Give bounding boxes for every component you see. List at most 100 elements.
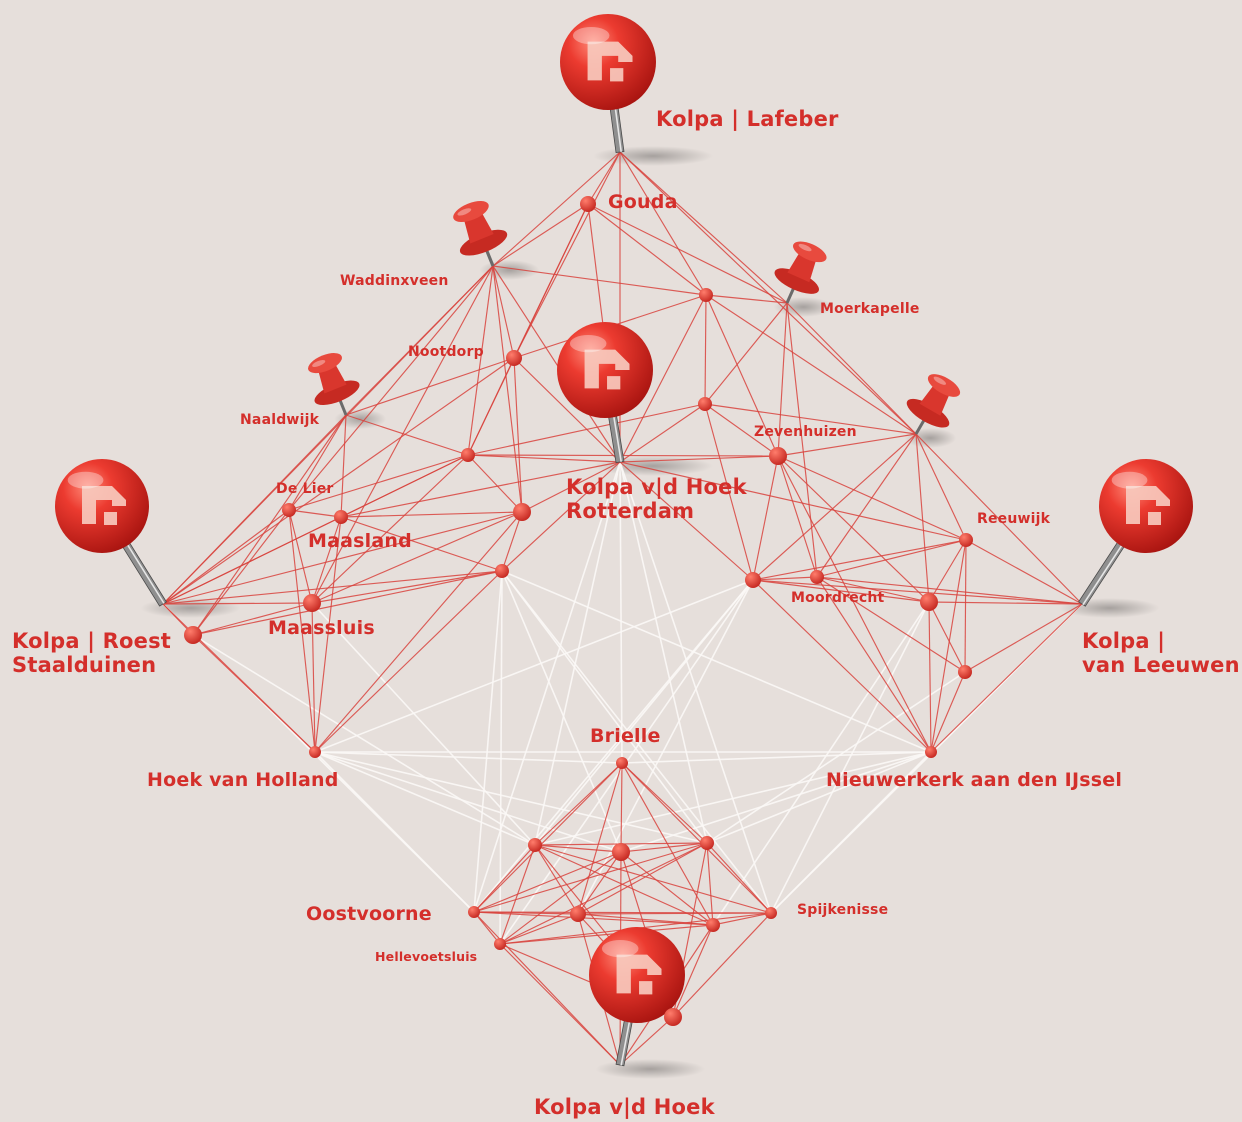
red-connection-line xyxy=(577,762,623,915)
label-staalduinen-line: Staalduinen xyxy=(12,652,157,677)
white-connection-line xyxy=(314,751,622,853)
red-connection-line xyxy=(619,151,707,296)
push-pin-shine xyxy=(312,359,326,367)
push-pin-base xyxy=(774,268,819,294)
red-connection-line xyxy=(619,461,754,581)
label-oostvoorne: Oostvoorne xyxy=(306,903,432,925)
white-connection-line xyxy=(706,671,966,844)
label-reeuwijk: Reeuwijk xyxy=(977,511,1051,527)
red-connection-line xyxy=(340,511,523,518)
white-connection-line xyxy=(501,570,622,853)
red-connection-line xyxy=(777,433,917,457)
red-connection-line xyxy=(915,433,1083,605)
red-connection-line xyxy=(162,509,290,605)
push-pin-top xyxy=(453,200,489,223)
network-node-c7 xyxy=(612,843,630,861)
label-zevenhuizen: Zevenhuizen xyxy=(754,424,857,440)
red-connection-line xyxy=(816,576,930,603)
push-pin-naaldwijk xyxy=(308,353,360,416)
red-connection-line xyxy=(192,509,290,636)
label-van-leeuwen-line: van Leeuwen xyxy=(1082,652,1240,677)
label-brielle: Brielle xyxy=(590,725,661,747)
label-rotterdam-line: Rotterdam xyxy=(566,498,695,523)
red-connection-line xyxy=(964,603,1083,673)
white-connection-line xyxy=(619,461,708,844)
red-connection-line xyxy=(499,851,622,945)
label-hellevoetsluis: Hellevoetsluis xyxy=(375,949,478,964)
kolpa-pin-van-leeuwen xyxy=(1078,459,1193,607)
red-connection-line xyxy=(467,403,706,456)
red-connection-line xyxy=(777,455,932,753)
network-node-dl xyxy=(282,503,296,517)
red-connection-line xyxy=(534,844,579,915)
red-connection-line xyxy=(288,509,316,753)
white-connection-line xyxy=(712,601,930,926)
red-connection-line xyxy=(915,433,967,541)
red-connection-line xyxy=(816,576,932,753)
red-connection-line xyxy=(473,844,536,913)
push-pin-shine xyxy=(798,243,812,252)
red-connection-line xyxy=(162,516,342,605)
red-connection-line xyxy=(621,762,708,844)
label-nootdorp: Nootdorp xyxy=(408,344,484,360)
red-connection-line xyxy=(534,844,622,853)
red-connection-line xyxy=(513,151,621,359)
pin-ball-shine xyxy=(572,26,610,45)
network-node-ma xyxy=(334,510,348,524)
label-moordrecht: Moordrecht xyxy=(791,590,885,606)
red-connection-line xyxy=(705,294,788,304)
white-connection-line xyxy=(473,579,754,913)
network-node-c11 xyxy=(664,1008,682,1026)
network-node-c3 xyxy=(745,572,761,588)
white-connection-line xyxy=(501,570,772,914)
red-connection-line xyxy=(473,911,621,1066)
label-kolpa-vd-hoek-rotterdam: Kolpa v|d Hoek Rotterdam xyxy=(566,475,747,523)
kolpa-pin-roest xyxy=(55,459,167,607)
label-waddinxveen: Waddinxveen xyxy=(340,273,449,289)
red-connection-line xyxy=(534,762,623,846)
red-connection-line xyxy=(345,414,469,456)
red-connection-line xyxy=(587,151,621,205)
network-node-c2 xyxy=(495,564,509,578)
red-connection-line xyxy=(340,516,503,572)
red-connection-line xyxy=(467,454,523,513)
red-connection-line xyxy=(499,913,579,945)
red-connection-line xyxy=(777,455,930,603)
network-node-hv xyxy=(494,938,506,950)
red-connection-line xyxy=(621,762,772,914)
red-connection-line xyxy=(492,265,621,463)
red-connection-line xyxy=(704,403,917,435)
red-connection-line xyxy=(619,151,788,304)
white-connection-line xyxy=(314,579,754,753)
label-kolpa-roest: Kolpa | Roest Staalduinen xyxy=(12,629,171,677)
red-connection-line xyxy=(672,912,772,1018)
label-moerkapelle: Moerkapelle xyxy=(820,301,920,317)
red-connection-line xyxy=(492,265,523,513)
red-connection-line xyxy=(340,461,621,518)
push-pin-base xyxy=(906,398,950,428)
red-connection-line xyxy=(492,151,621,267)
red-connection-line xyxy=(786,302,818,578)
red-connection-line xyxy=(492,265,707,296)
red-connection-line xyxy=(752,579,932,753)
kolpa-logo-icon xyxy=(587,41,633,82)
network-node-c8 xyxy=(700,836,714,850)
network-node-c6 xyxy=(528,838,542,852)
pin-ball-shine xyxy=(67,471,104,489)
label-kolpa-van-leeuwen: Kolpa | van Leeuwen xyxy=(1082,629,1240,677)
push-pin-top xyxy=(793,241,827,263)
label-maasland: Maasland xyxy=(308,530,412,552)
red-connection-line xyxy=(587,203,788,304)
red-connection-line xyxy=(473,911,714,926)
red-connection-line xyxy=(704,294,707,405)
push-pin-base xyxy=(314,380,360,406)
network-node-mo xyxy=(810,570,824,584)
red-connection-line xyxy=(577,851,622,915)
red-connection-line xyxy=(577,912,772,915)
network-node-bri xyxy=(616,757,628,769)
red-connection-line xyxy=(288,454,469,511)
red-connection-line xyxy=(501,461,621,572)
red-connection-line xyxy=(513,357,523,513)
red-connection-line xyxy=(930,603,1083,753)
red-connection-line xyxy=(314,511,523,753)
